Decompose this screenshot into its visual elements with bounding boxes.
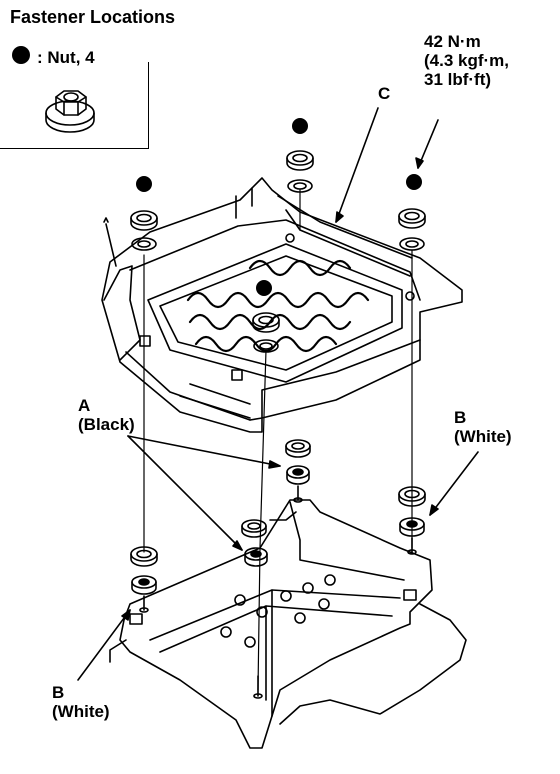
label-b-left-color: (White): [52, 702, 110, 721]
washers: [130, 150, 426, 595]
label-a-black: A (Black): [78, 396, 135, 434]
leader-a-1-arrow: [268, 460, 281, 469]
lower-track-frame: [109, 499, 467, 749]
torque-spec: 42 N·m (4.3 kgf·m, 31 lbf·ft): [424, 32, 509, 89]
leader-b-right: [429, 451, 479, 516]
nut-dot-icon: [136, 176, 152, 192]
upper-nuts: [136, 118, 422, 296]
page-title: Fastener Locations: [10, 7, 176, 27]
studs: [139, 485, 417, 699]
legend-text: : Nut, 4: [37, 48, 95, 67]
label-b-right-letter: B: [454, 408, 467, 427]
nut-dot-icon: [292, 118, 308, 134]
torque-line-2: (4.3 kgf·m,: [424, 51, 510, 70]
nut-dot-icon: [406, 174, 422, 190]
seat-springs: [186, 259, 370, 353]
leader-a-2: [127, 435, 243, 551]
torque-line-1: 42 N·m: [424, 32, 481, 51]
torque-line-3: 31 lbf·ft): [424, 70, 492, 89]
label-b-white-right: B (White): [454, 408, 512, 446]
leader-a-1: [127, 435, 281, 467]
label-b-white-left: B (White): [52, 683, 110, 721]
leader-lines: [77, 107, 479, 681]
label-c: C: [378, 84, 391, 103]
upper-seat-frame: [101, 177, 463, 433]
flange-nut-icon: [45, 90, 95, 133]
label-b-left-letter: B: [52, 683, 65, 702]
label-a-letter: A: [78, 396, 91, 415]
leader-torque-arrow: [415, 157, 424, 169]
leader-c: [335, 107, 379, 223]
legend-box: [0, 62, 149, 149]
label-a-color: (Black): [78, 415, 135, 434]
nut-dot-icon: [256, 280, 272, 296]
leader-b-left: [77, 609, 131, 681]
label-b-right-color: (White): [454, 427, 512, 446]
legend-dot-icon: [12, 46, 30, 64]
leader-a-2-arrow: [232, 540, 243, 551]
leader-c-arrow: [335, 211, 344, 223]
leader-b-right-arrow: [429, 504, 439, 516]
